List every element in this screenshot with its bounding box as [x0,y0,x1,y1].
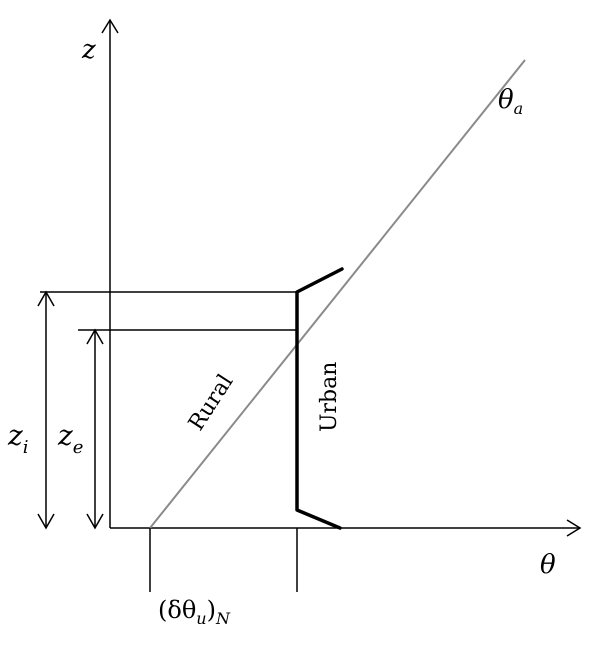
theta-axis-label: θ [540,550,556,580]
urban-profile [295,267,344,530]
z-axis-arrowhead [101,18,119,34]
delta-theta-label: (δθu)N [158,596,231,628]
zi-dimension-arrow [37,290,55,530]
ze-dimension-arrow [86,328,104,530]
theta-a-label: θa [498,85,523,118]
z-axis-label: z [81,35,96,65]
urban-label: Urban [317,362,342,432]
height-reference-lines [40,291,297,331]
axes [101,18,582,537]
delta-theta-markers [149,528,298,592]
rural-label: Rural [184,370,238,435]
urban-profile-line [295,267,344,530]
theta-axis-arrowhead [566,519,582,537]
rural-profile-line [149,59,526,529]
ze-label: ze [57,419,83,458]
zi-label: zi [7,419,29,458]
